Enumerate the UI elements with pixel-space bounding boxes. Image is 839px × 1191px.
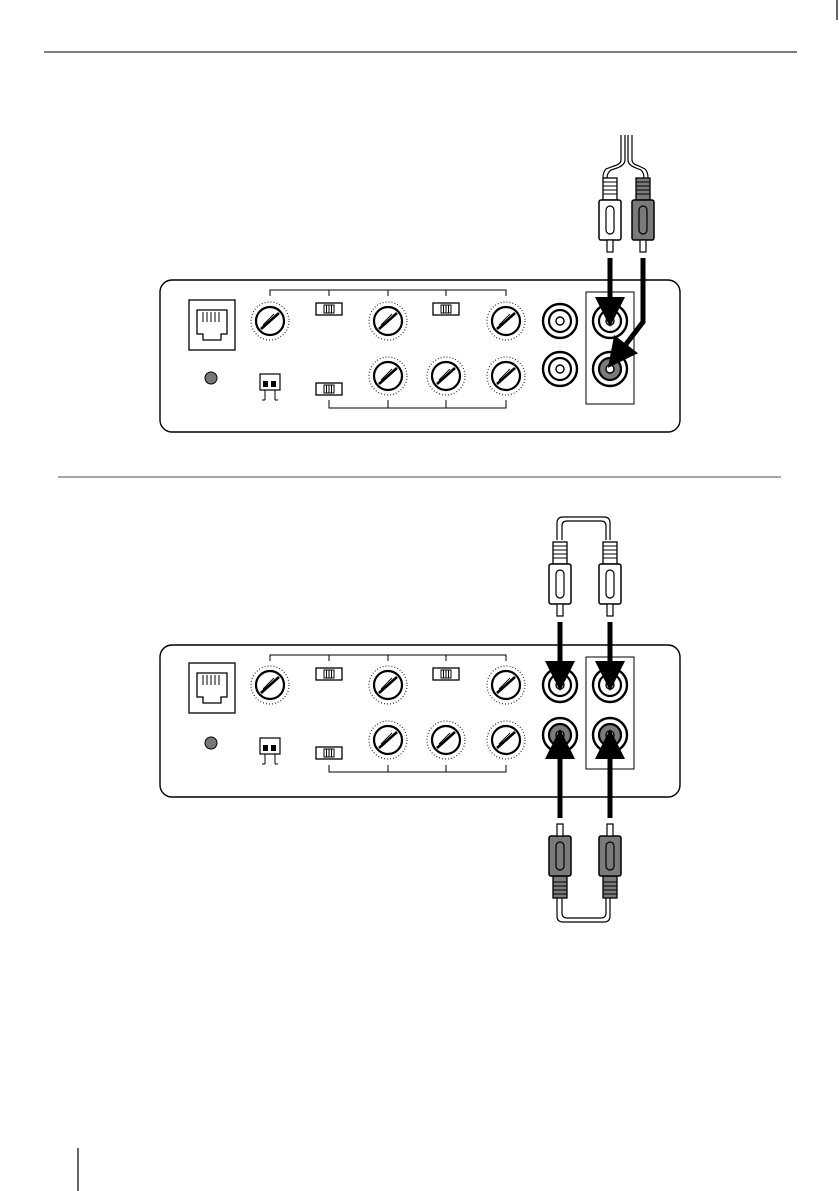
rca-plug-icon — [599, 824, 621, 898]
slide-switch-icon — [316, 383, 342, 395]
rca-plug-icon — [599, 542, 621, 616]
rca-socket-icon — [543, 352, 577, 386]
rj-jack-icon — [189, 663, 235, 713]
rj-jack-icon — [189, 300, 235, 350]
rca-plug-icon — [549, 824, 571, 898]
rca-plug-icon — [632, 178, 654, 252]
slide-switch-icon — [433, 303, 459, 315]
slide-switch-icon — [433, 668, 459, 680]
slide-switch-icon — [316, 668, 342, 680]
led-indicator-icon — [205, 372, 217, 384]
rca-socket-icon — [543, 304, 577, 338]
led-indicator-icon — [205, 737, 217, 749]
rca-socket-icon — [593, 352, 627, 386]
slide-switch-icon — [316, 303, 342, 315]
connection-diagram-2 — [160, 517, 680, 922]
slide-switch-icon — [316, 747, 342, 759]
connection-diagram-1 — [160, 135, 680, 432]
cable — [607, 135, 625, 178]
rca-plug-icon — [549, 542, 571, 616]
rca-plug-icon — [599, 178, 621, 252]
